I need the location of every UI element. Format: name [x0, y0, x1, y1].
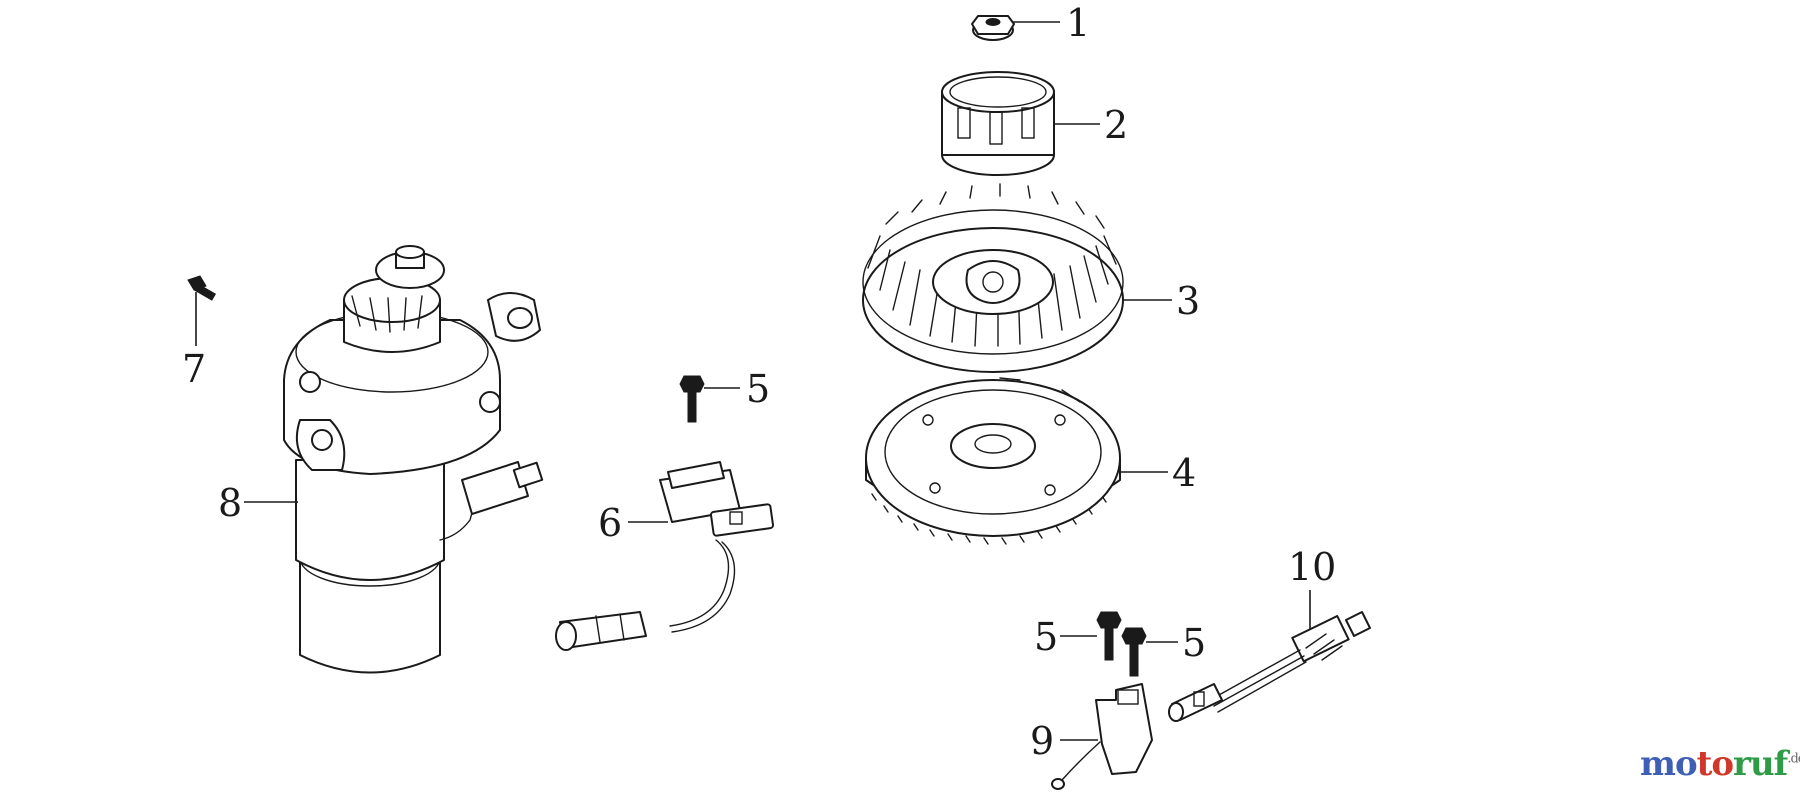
watermark-part-red: to	[1696, 744, 1734, 784]
part-6-ignition-coil	[555, 461, 774, 651]
callout-7: 7	[182, 347, 206, 391]
leader-lines	[195, 21, 1311, 741]
callout-3: 3	[1176, 279, 1200, 323]
callout-6: 6	[598, 501, 622, 545]
part-1-flange-nut	[971, 15, 1015, 41]
part-5-bolt-upper	[679, 375, 705, 423]
callout-4: 4	[1172, 451, 1196, 495]
callout-2: 2	[1104, 103, 1128, 147]
callout-5-upper: 5	[746, 367, 770, 411]
part-8-starter-motor	[283, 245, 544, 674]
callout-1: 1	[1066, 1, 1090, 45]
part-2-starter-cup	[941, 71, 1055, 176]
callout-10: 10	[1288, 545, 1336, 589]
watermark-suffix: .de	[1787, 751, 1800, 767]
watermark-logo: motoruf.de	[1640, 744, 1800, 784]
callout-5-lower-left: 5	[1034, 615, 1058, 659]
part-7-screw	[187, 275, 217, 301]
watermark-part-green: ruf	[1733, 744, 1788, 784]
part-10-wire-harness	[1168, 611, 1371, 722]
part-9-sensor-module	[1051, 683, 1153, 790]
part-3-cooling-fan	[862, 183, 1124, 373]
watermark-part-blue: mo	[1640, 744, 1698, 784]
callout-5-lower-right: 5	[1182, 621, 1206, 665]
callout-8: 8	[218, 481, 242, 525]
part-5-bolt-lower-left	[1096, 611, 1122, 661]
callout-9: 9	[1030, 719, 1054, 763]
callout-labels: 1 2 3 4 5 5 5 6 7 8 9 10	[182, 1, 1336, 763]
part-5-bolt-lower-right	[1121, 627, 1147, 677]
part-4-flywheel	[865, 377, 1121, 545]
